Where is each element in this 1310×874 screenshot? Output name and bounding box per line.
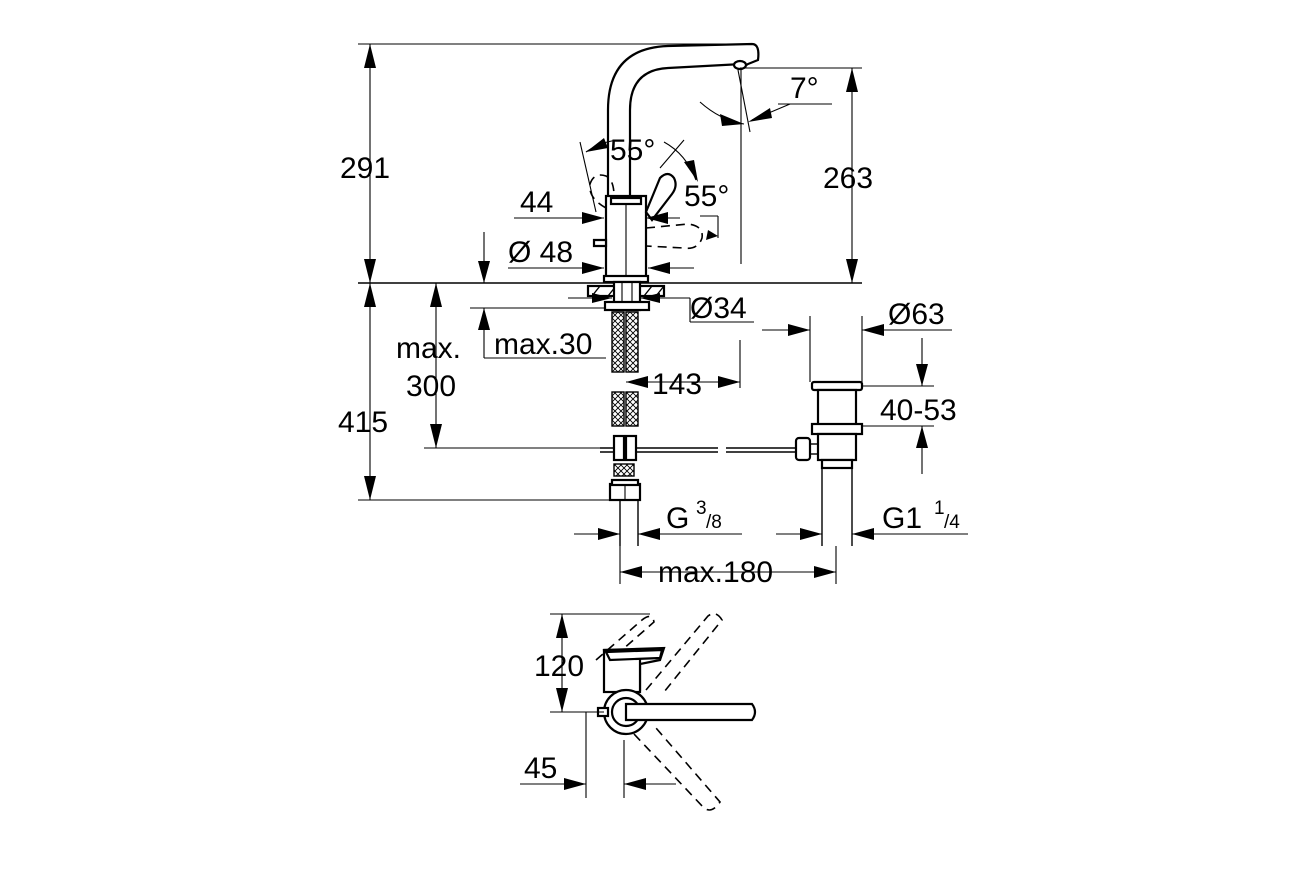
dim-hose-length-1: max. xyxy=(396,332,461,365)
dim-waste-thread-sub: /4 xyxy=(944,512,960,533)
dim-total-height: 291 xyxy=(340,152,390,185)
dim-hose-length-2: 300 xyxy=(406,370,456,403)
dim-lever-depth: 120 xyxy=(534,650,584,683)
hose-left xyxy=(611,311,625,373)
dim-hole-diameter: Ø34 xyxy=(690,292,747,325)
spout xyxy=(606,42,760,200)
lever-top xyxy=(624,702,757,722)
top-view: 120 45 xyxy=(520,612,757,811)
dim-supply-thread-sup: 3 xyxy=(696,498,707,519)
dim-waste-flange-diameter: Ø63 xyxy=(888,298,945,331)
lever xyxy=(644,172,677,222)
dim-counter-thickness: max.30 xyxy=(494,328,592,361)
dim-lever-offset: 45 xyxy=(524,752,557,785)
dim-supply-thread-sub: /8 xyxy=(706,512,722,533)
lever-alt-right xyxy=(645,223,704,250)
dim-base-diameter: Ø 48 xyxy=(508,236,573,269)
hose-right xyxy=(625,311,639,373)
dim-below-counter-depth: 415 xyxy=(338,406,388,439)
spout-outlet xyxy=(732,59,748,71)
dim-spout-angle: 7° xyxy=(790,72,819,105)
dim-waste-range: 40-53 xyxy=(880,394,957,427)
front-view: 291 263 7° 55° 55° 44 xyxy=(338,42,968,589)
dim-spout-height: 263 xyxy=(823,162,873,195)
dim-supply-thread-main: G xyxy=(666,502,689,535)
dim-spout-reach: 143 xyxy=(652,368,702,401)
waste-assembly xyxy=(794,380,864,546)
dim-waste-thread-main: G1 xyxy=(882,502,922,535)
dim-body-width: 44 xyxy=(520,186,553,219)
lever-swing-top xyxy=(595,615,655,665)
dim-waste-thread-sup: 1 xyxy=(934,498,945,519)
dim-lever-angle-left: 55° xyxy=(610,134,655,167)
dim-lever-angle-right: 55° xyxy=(684,180,729,213)
dim-waste-offset: max.180 xyxy=(658,556,773,589)
